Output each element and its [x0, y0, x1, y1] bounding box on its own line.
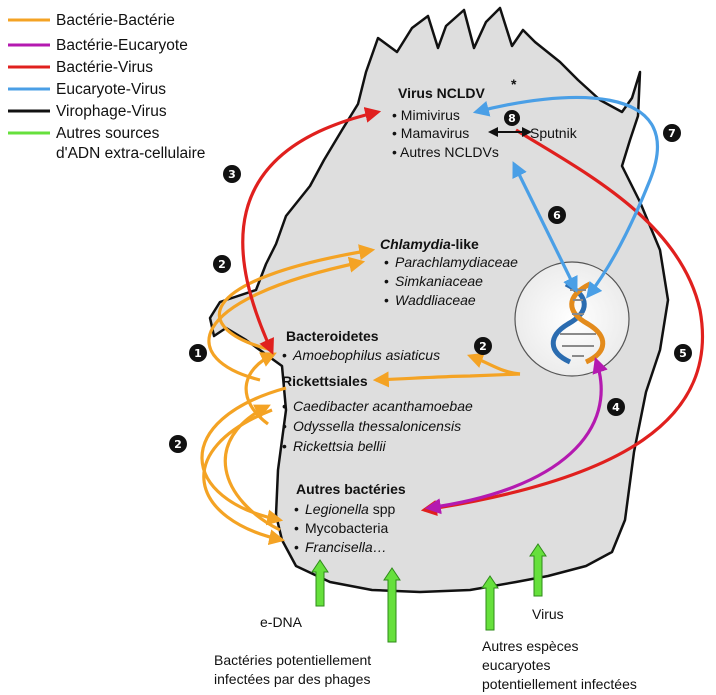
step-marker-7: 7: [663, 124, 681, 142]
list-bullet: •: [294, 501, 299, 517]
arrow-blue-7: [472, 95, 659, 299]
step-number: 1: [194, 347, 202, 360]
step-marker-4: 4: [607, 398, 625, 416]
legend-label: Bactérie-Virus: [56, 59, 153, 76]
virus-ncldv-asterisk: *: [511, 76, 517, 92]
arrow-green-autres: [481, 575, 499, 631]
source-autres-label: eucaryotes: [482, 657, 550, 673]
legend-label: Bactérie-Eucaryote: [56, 37, 188, 54]
source-virus-label: Virus: [532, 606, 564, 622]
rickettsiales-title: Rickettsiales: [282, 373, 368, 389]
source-bacteries-label: infectées par des phages: [214, 671, 370, 687]
legend-label: Eucaryote-Virus: [56, 81, 166, 98]
step-number: 2: [218, 258, 226, 271]
arrow-purple-4: [424, 356, 608, 515]
step-number: 4: [612, 401, 620, 414]
step-marker-8: 8: [504, 110, 520, 126]
list-bullet: •: [384, 273, 389, 289]
virus-item: • Autres NCLDVs: [392, 144, 499, 160]
rickettsiales-item: Caedibacter acanthamoebae: [293, 398, 473, 414]
chlamydia-title-italic: Chlamydia: [380, 236, 451, 252]
step-marker-1: 1: [189, 344, 207, 362]
step-number: 2: [479, 340, 487, 353]
autres-bacteries-item: Legionella spp: [305, 501, 396, 517]
source-labels: e-DNA Virus Bactéries potentiellement in…: [214, 606, 637, 692]
list-bullet: •: [294, 539, 299, 555]
autres-bacteries-item: Francisella…: [305, 539, 387, 555]
step-markers: 1 2 2 2 3 4 5 6 7 8: [169, 110, 692, 453]
step-number: 3: [228, 168, 236, 181]
chlamydia-item: Waddliaceae: [395, 292, 476, 308]
virus-item: • Mamavirus: [392, 125, 469, 141]
legend-label: Virophage-Virus: [56, 103, 167, 120]
arrow-green-bacteries: [383, 567, 401, 643]
list-bullet: •: [384, 254, 389, 270]
step-number: 5: [679, 347, 687, 360]
arrow-red-3: [241, 107, 382, 355]
step-marker-5: 5: [674, 344, 692, 362]
step-number: 8: [508, 112, 516, 125]
chlamydia-item: Simkaniaceae: [395, 273, 483, 289]
source-autres-label: potentiellement infectées: [482, 676, 637, 692]
arrow-orange-autres-a: [200, 386, 287, 526]
source-bacteries-label: Bactéries potentiellement: [214, 652, 371, 668]
list-bullet: •: [282, 347, 287, 363]
autres-bacteries-title: Autres bactéries: [296, 481, 406, 497]
chlamydia-like-group: Chlamydia-like • Parachlamydiaceae • Sim…: [380, 236, 518, 308]
legend: Bactérie-Bactérie Bactérie-Eucaryote Bac…: [8, 12, 205, 162]
arrow-orange-autres-b: [202, 408, 286, 546]
bacteroidetes-group: Bacteroidetes • Amoebophilus asiaticus: [282, 328, 440, 363]
step-marker-2: 2: [213, 255, 231, 273]
arrow-green-edna: [311, 559, 329, 607]
chlamydia-title: Chlamydia-like: [380, 236, 479, 252]
chlamydia-item: Parachlamydiaceae: [395, 254, 518, 270]
step-marker-2: 2: [474, 337, 492, 355]
step-number: 6: [553, 209, 561, 222]
list-bullet: •: [294, 520, 299, 536]
source-autres-label: Autres espèces: [482, 638, 579, 654]
legend-label-line2: d'ADN extra-cellulaire: [56, 145, 205, 162]
item-rest: spp: [369, 501, 396, 517]
arrow-orange-rickettsia-up: [223, 404, 281, 532]
virus-item: • Mimivirus: [392, 107, 460, 123]
list-bullet: •: [384, 292, 389, 308]
step-number: 7: [668, 127, 676, 140]
bacteroidetes-title: Bacteroidetes: [286, 328, 379, 344]
chlamydia-title-rest: -like: [451, 236, 479, 252]
green-arrows: [311, 543, 547, 643]
step-marker-6: 6: [548, 206, 566, 224]
arrow-green-virus: [529, 543, 547, 597]
list-bullet: •: [282, 418, 287, 434]
item-italic: Legionella: [305, 501, 369, 517]
rickettsiales-item: Odyssella thessalonicensis: [293, 418, 461, 434]
legend-label: Autres sources: [56, 125, 160, 142]
source-edna-label: e-DNA: [260, 614, 303, 630]
step-number: 2: [174, 438, 182, 451]
step-marker-2: 2: [169, 435, 187, 453]
blue-arrows: [472, 95, 659, 299]
legend-label: Bactérie-Bactérie: [56, 12, 175, 29]
list-bullet: •: [282, 438, 287, 454]
sputnik-label: Sputnik: [530, 125, 578, 141]
autres-bacteries-item: Mycobacteria: [305, 520, 388, 536]
virus-ncldv-title: Virus NCLDV: [398, 85, 486, 101]
autres-bacteries-group: Autres bactéries • Legionella spp • Myco…: [294, 481, 406, 555]
step-marker-3: 3: [223, 165, 241, 183]
bacteroidetes-item: Amoebophilus asiaticus: [292, 347, 440, 363]
rickettsiales-item: Rickettsia bellii: [293, 438, 386, 454]
list-bullet: •: [282, 398, 287, 414]
virus-ncldv-group: Virus NCLDV * • Mimivirus • Mamavirus Sp…: [392, 76, 578, 160]
rickettsiales-group: Rickettsiales • Caedibacter acanthamoeba…: [282, 373, 473, 454]
